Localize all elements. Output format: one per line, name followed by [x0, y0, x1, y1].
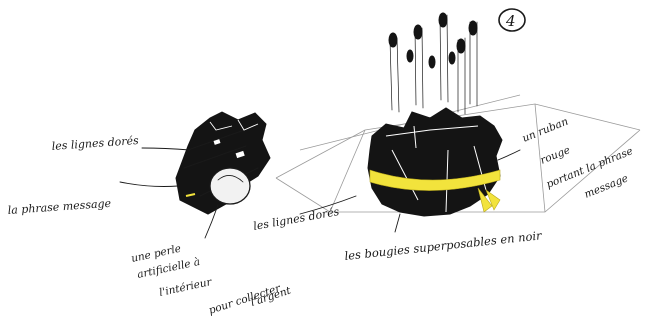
annotations: les lignes dorés la phrase message une p…: [7, 115, 634, 316]
flame-icon: [457, 39, 465, 53]
right-object: [368, 13, 502, 216]
annotation-middle: les lignes dorés: [252, 205, 340, 233]
flame-icon: [429, 56, 435, 68]
annotation-bottom: les bougies superposables en noir: [344, 228, 544, 263]
candles: [389, 13, 477, 114]
annotation-right-2: rouge: [539, 144, 572, 167]
flame-icon: [439, 13, 447, 27]
flame-icon: [469, 21, 477, 35]
flame-icon: [449, 52, 455, 64]
number-badge: 4: [499, 9, 525, 31]
annotation-right-1: un ruban: [521, 115, 571, 144]
annotation-pearl-3: l'intérieur: [158, 276, 213, 299]
flame-icon: [407, 50, 413, 62]
flame-icon: [389, 33, 397, 47]
pearl-icon: [210, 168, 250, 204]
left-object: [176, 112, 270, 214]
annotation-left-top: les lignes dorés: [51, 134, 139, 153]
flame-icon: [414, 25, 422, 39]
annotation-left-bottom: la phrase message: [7, 197, 112, 217]
number-label: 4: [505, 12, 516, 30]
annotation-right-4: message: [583, 172, 630, 200]
